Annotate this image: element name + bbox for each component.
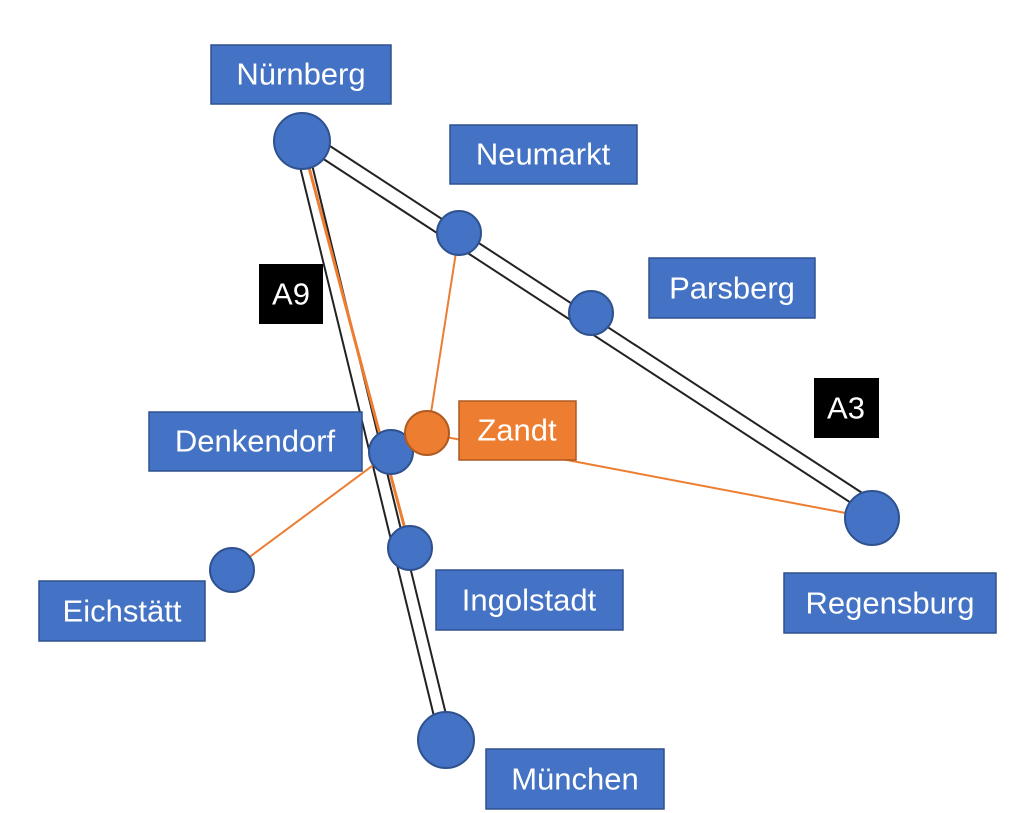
marker-parsberg [568, 290, 614, 336]
label-parsberg: Parsberg [648, 257, 816, 319]
svg-text:Ingolstadt: Ingolstadt [462, 583, 597, 618]
city-markers [209, 112, 900, 769]
label-muenchen: München [485, 748, 665, 810]
road-label-a9: A9 [259, 264, 323, 324]
marker-neumarkt [436, 210, 482, 256]
svg-text:Eichstätt: Eichstätt [63, 594, 182, 629]
label-eichstaett: Eichstätt [38, 580, 206, 642]
label-denkendorf: Denkendorf [148, 411, 363, 472]
marker-muenchen [417, 711, 475, 769]
marker-nuernberg [273, 112, 331, 170]
connection-zandt-neumarkt [427, 232, 460, 433]
label-ingolstadt: Ingolstadt [435, 569, 624, 631]
svg-text:Zandt: Zandt [477, 413, 557, 448]
label-neumarkt: Neumarkt [449, 124, 638, 185]
svg-text:Regensburg: Regensburg [806, 586, 975, 621]
svg-text:Parsberg: Parsberg [669, 271, 795, 306]
highlight-route-a9 [300, 140, 412, 549]
svg-text:A9: A9 [272, 277, 310, 312]
label-zandt: Zandt [458, 400, 577, 461]
svg-text:A3: A3 [827, 391, 865, 426]
label-regensburg: Regensburg [783, 572, 997, 634]
marker-denkendorf [368, 429, 414, 475]
connection-denkendorf-eichstaett [231, 451, 392, 571]
marker-ingolstadt [387, 525, 433, 571]
label-nuernberg: Nürnberg [210, 44, 392, 105]
marker-regensburg [844, 490, 900, 546]
svg-text:Denkendorf: Denkendorf [175, 424, 336, 459]
svg-text:Neumarkt: Neumarkt [476, 137, 611, 172]
marker-zandt [404, 410, 450, 456]
svg-text:Nürnberg: Nürnberg [236, 57, 365, 92]
road-label-a3: A3 [814, 378, 879, 438]
marker-eichstaett [209, 547, 255, 593]
svg-text:München: München [511, 762, 639, 797]
